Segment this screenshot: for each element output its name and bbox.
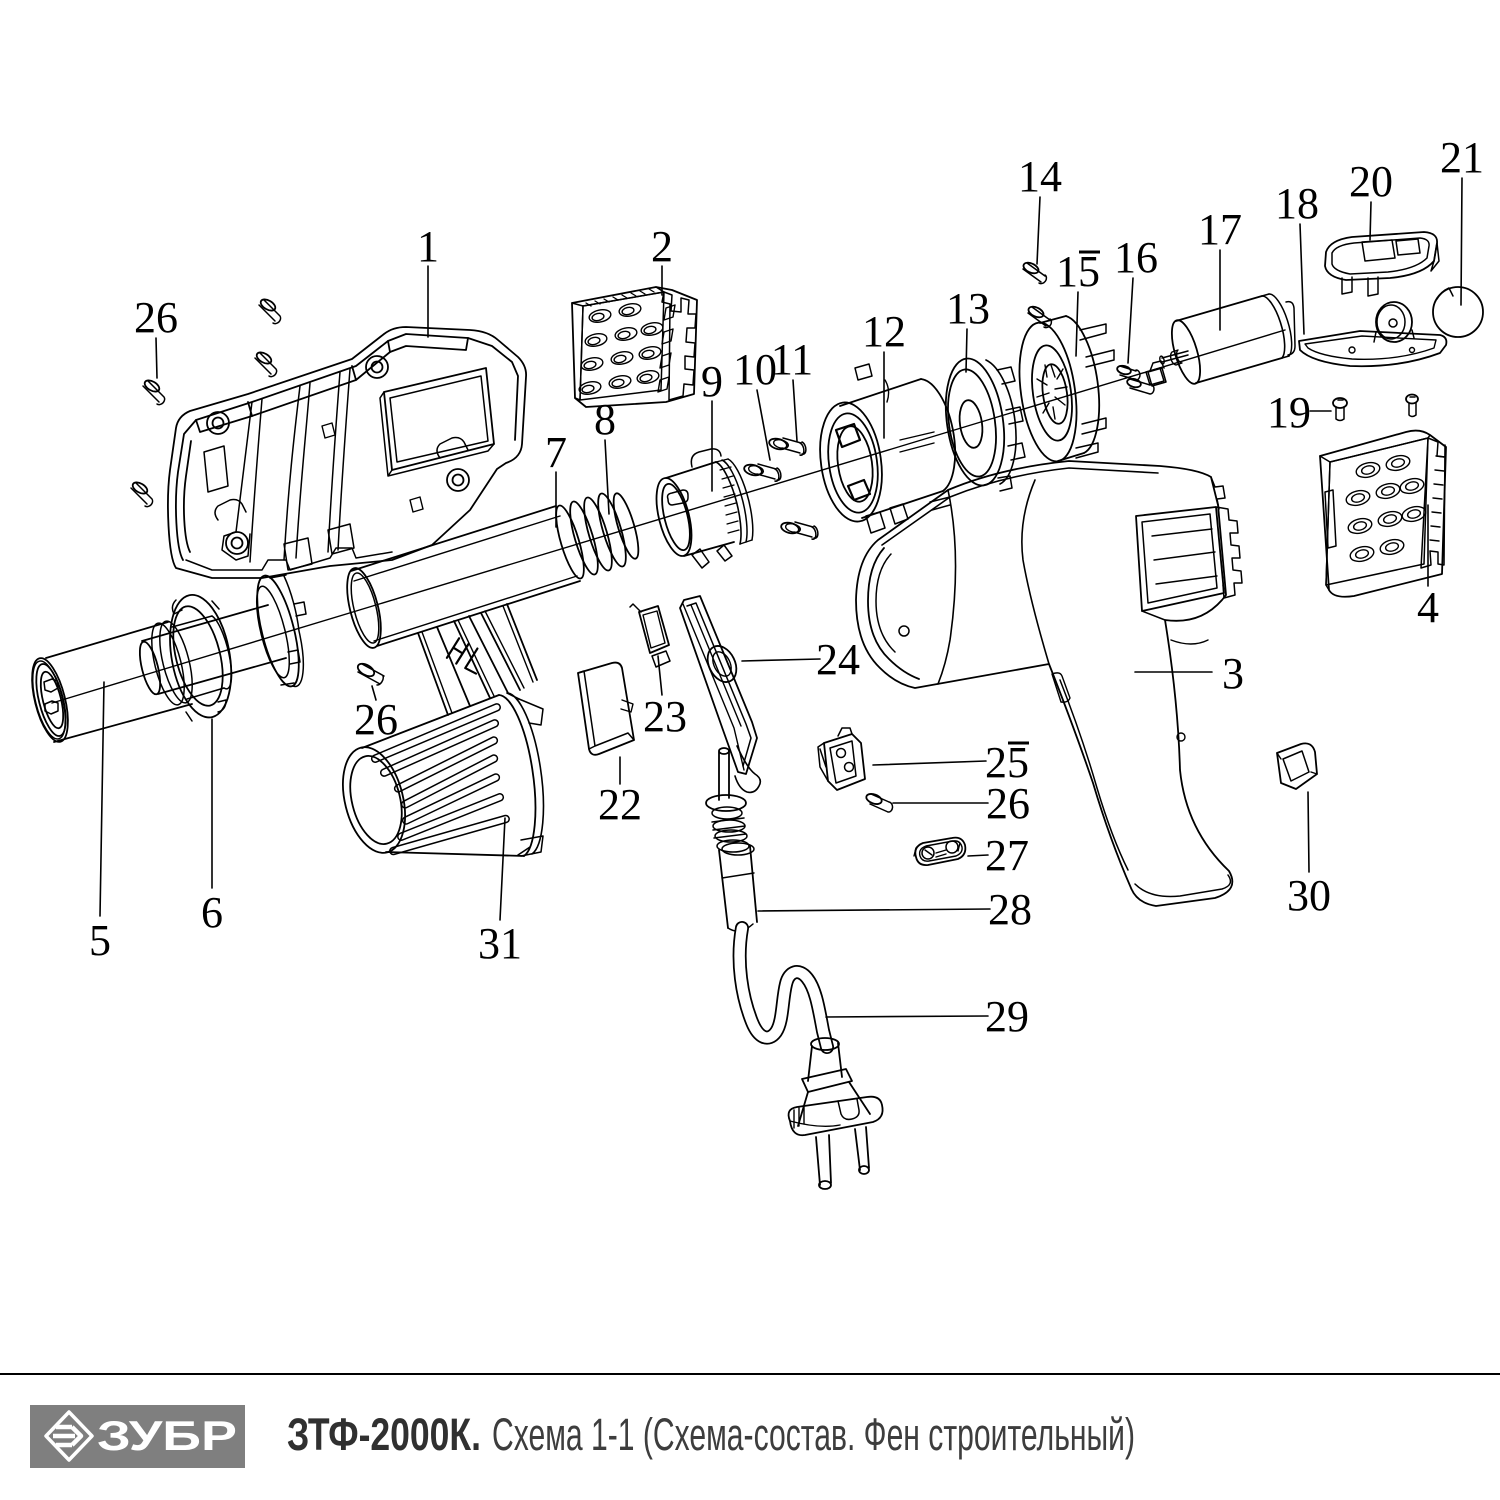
svg-text:7: 7 bbox=[545, 428, 567, 477]
svg-text:23: 23 bbox=[643, 692, 687, 741]
svg-text:29: 29 bbox=[985, 992, 1029, 1041]
svg-text:14: 14 bbox=[1018, 152, 1062, 201]
svg-text:3: 3 bbox=[1222, 649, 1244, 698]
svg-text:6: 6 bbox=[201, 888, 223, 937]
svg-text:15: 15 bbox=[1056, 247, 1100, 296]
svg-text:10: 10 bbox=[733, 345, 777, 394]
svg-text:5: 5 bbox=[89, 916, 111, 965]
svg-text:21: 21 bbox=[1440, 133, 1484, 182]
svg-text:22: 22 bbox=[598, 780, 642, 829]
svg-text:26: 26 bbox=[354, 695, 398, 744]
svg-text:17: 17 bbox=[1198, 205, 1242, 254]
svg-text:11: 11 bbox=[771, 335, 813, 384]
svg-text:9: 9 bbox=[701, 357, 723, 406]
svg-text:4: 4 bbox=[1417, 583, 1439, 632]
svg-text:8: 8 bbox=[594, 395, 616, 444]
svg-text:19: 19 bbox=[1267, 388, 1311, 437]
svg-text:27: 27 bbox=[985, 831, 1029, 880]
svg-text:26: 26 bbox=[134, 293, 178, 342]
svg-text:31: 31 bbox=[478, 919, 522, 968]
svg-text:1: 1 bbox=[417, 222, 439, 271]
svg-text:18: 18 bbox=[1275, 179, 1319, 228]
svg-text:24: 24 bbox=[816, 635, 860, 684]
svg-text:28: 28 bbox=[988, 885, 1032, 934]
svg-text:20: 20 bbox=[1349, 157, 1393, 206]
svg-text:2: 2 bbox=[651, 222, 673, 271]
svg-text:Схема 1-1 (Схема-состав. Фен с: Схема 1-1 (Схема-состав. Фен строительны… bbox=[492, 1409, 1135, 1460]
svg-text:12: 12 bbox=[862, 307, 906, 356]
svg-text:13: 13 bbox=[946, 284, 990, 333]
svg-text:25: 25 bbox=[985, 738, 1029, 787]
svg-text:16: 16 bbox=[1114, 233, 1158, 282]
svg-text:26: 26 bbox=[986, 779, 1030, 828]
svg-text:ЗУБР: ЗУБР bbox=[97, 1412, 237, 1459]
svg-text:30: 30 bbox=[1287, 871, 1331, 920]
svg-text:ЗТФ-2000К.: ЗТФ-2000К. bbox=[287, 1409, 481, 1460]
